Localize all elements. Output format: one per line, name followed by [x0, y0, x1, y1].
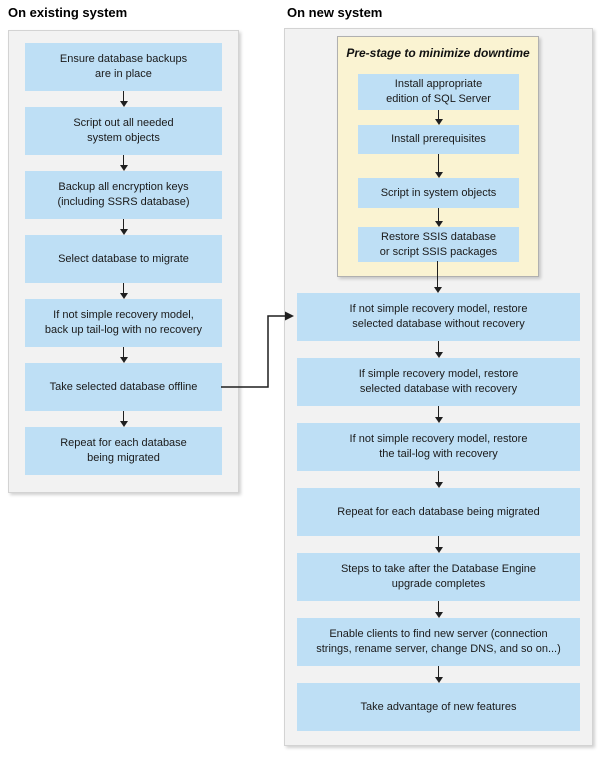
- down-arrow-icon: [434, 154, 443, 178]
- down-arrow-icon: [434, 536, 443, 553]
- step-post-upgrade-steps: Steps to take after the Database Engine …: [297, 553, 580, 601]
- new-system-title: On new system: [287, 5, 383, 20]
- down-arrow-icon: [119, 347, 128, 363]
- step-backup-encryption-keys: Backup all encryption keys (including SS…: [25, 171, 222, 219]
- existing-system-title: On existing system: [8, 5, 128, 20]
- step-script-in-system-objects: Script in system objects: [358, 178, 519, 208]
- step-script-out-system-objects: Script out all needed system objects: [25, 107, 222, 155]
- down-arrow-icon: [434, 341, 443, 358]
- down-arrow-icon: [434, 208, 443, 227]
- down-arrow-icon: [434, 406, 443, 423]
- step-take-database-offline: Take selected database offline: [25, 363, 222, 411]
- step-select-database: Select database to migrate: [25, 235, 222, 283]
- down-arrow-icon: [434, 471, 443, 488]
- down-arrow-icon: [119, 155, 128, 171]
- down-arrow-icon: [434, 110, 443, 125]
- step-repeat-each-database: Repeat for each database being migrated: [25, 427, 222, 475]
- existing-system-panel: Ensure database backups are in place Scr…: [8, 30, 239, 493]
- step-ensure-database-backups: Ensure database backups are in place: [25, 43, 222, 91]
- down-arrow-icon: [119, 219, 128, 235]
- step-repeat-each-database-new: Repeat for each database being migrated: [297, 488, 580, 536]
- step-restore-without-recovery: If not simple recovery model, restore se…: [297, 293, 580, 341]
- new-system-panel: Pre-stage to minimize downtime Install a…: [284, 28, 593, 746]
- down-arrow-icon: [434, 601, 443, 618]
- step-enable-clients-find-server: Enable clients to find new server (conne…: [297, 618, 580, 666]
- down-arrow-icon: [119, 91, 128, 107]
- prestage-title: Pre-stage to minimize downtime: [346, 46, 530, 60]
- down-arrow-icon: [434, 666, 443, 683]
- step-take-advantage-new-features: Take advantage of new features: [297, 683, 580, 731]
- prestage-panel: Pre-stage to minimize downtime Install a…: [337, 36, 539, 277]
- step-install-sql-server: Install appropriate edition of SQL Serve…: [358, 74, 519, 110]
- step-restore-ssis-database: Restore SSIS database or script SSIS pac…: [358, 227, 519, 262]
- step-install-prerequisites: Install prerequisites: [358, 125, 519, 154]
- down-arrow-icon: [119, 411, 128, 427]
- cross-panel-connector-arrow: [221, 311, 294, 388]
- down-arrow-icon: [433, 261, 442, 293]
- step-backup-tail-log: If not simple recovery model, back up ta…: [25, 299, 222, 347]
- step-restore-with-recovery: If simple recovery model, restore select…: [297, 358, 580, 406]
- step-restore-tail-log: If not simple recovery model, restore th…: [297, 423, 580, 471]
- down-arrow-icon: [119, 283, 128, 299]
